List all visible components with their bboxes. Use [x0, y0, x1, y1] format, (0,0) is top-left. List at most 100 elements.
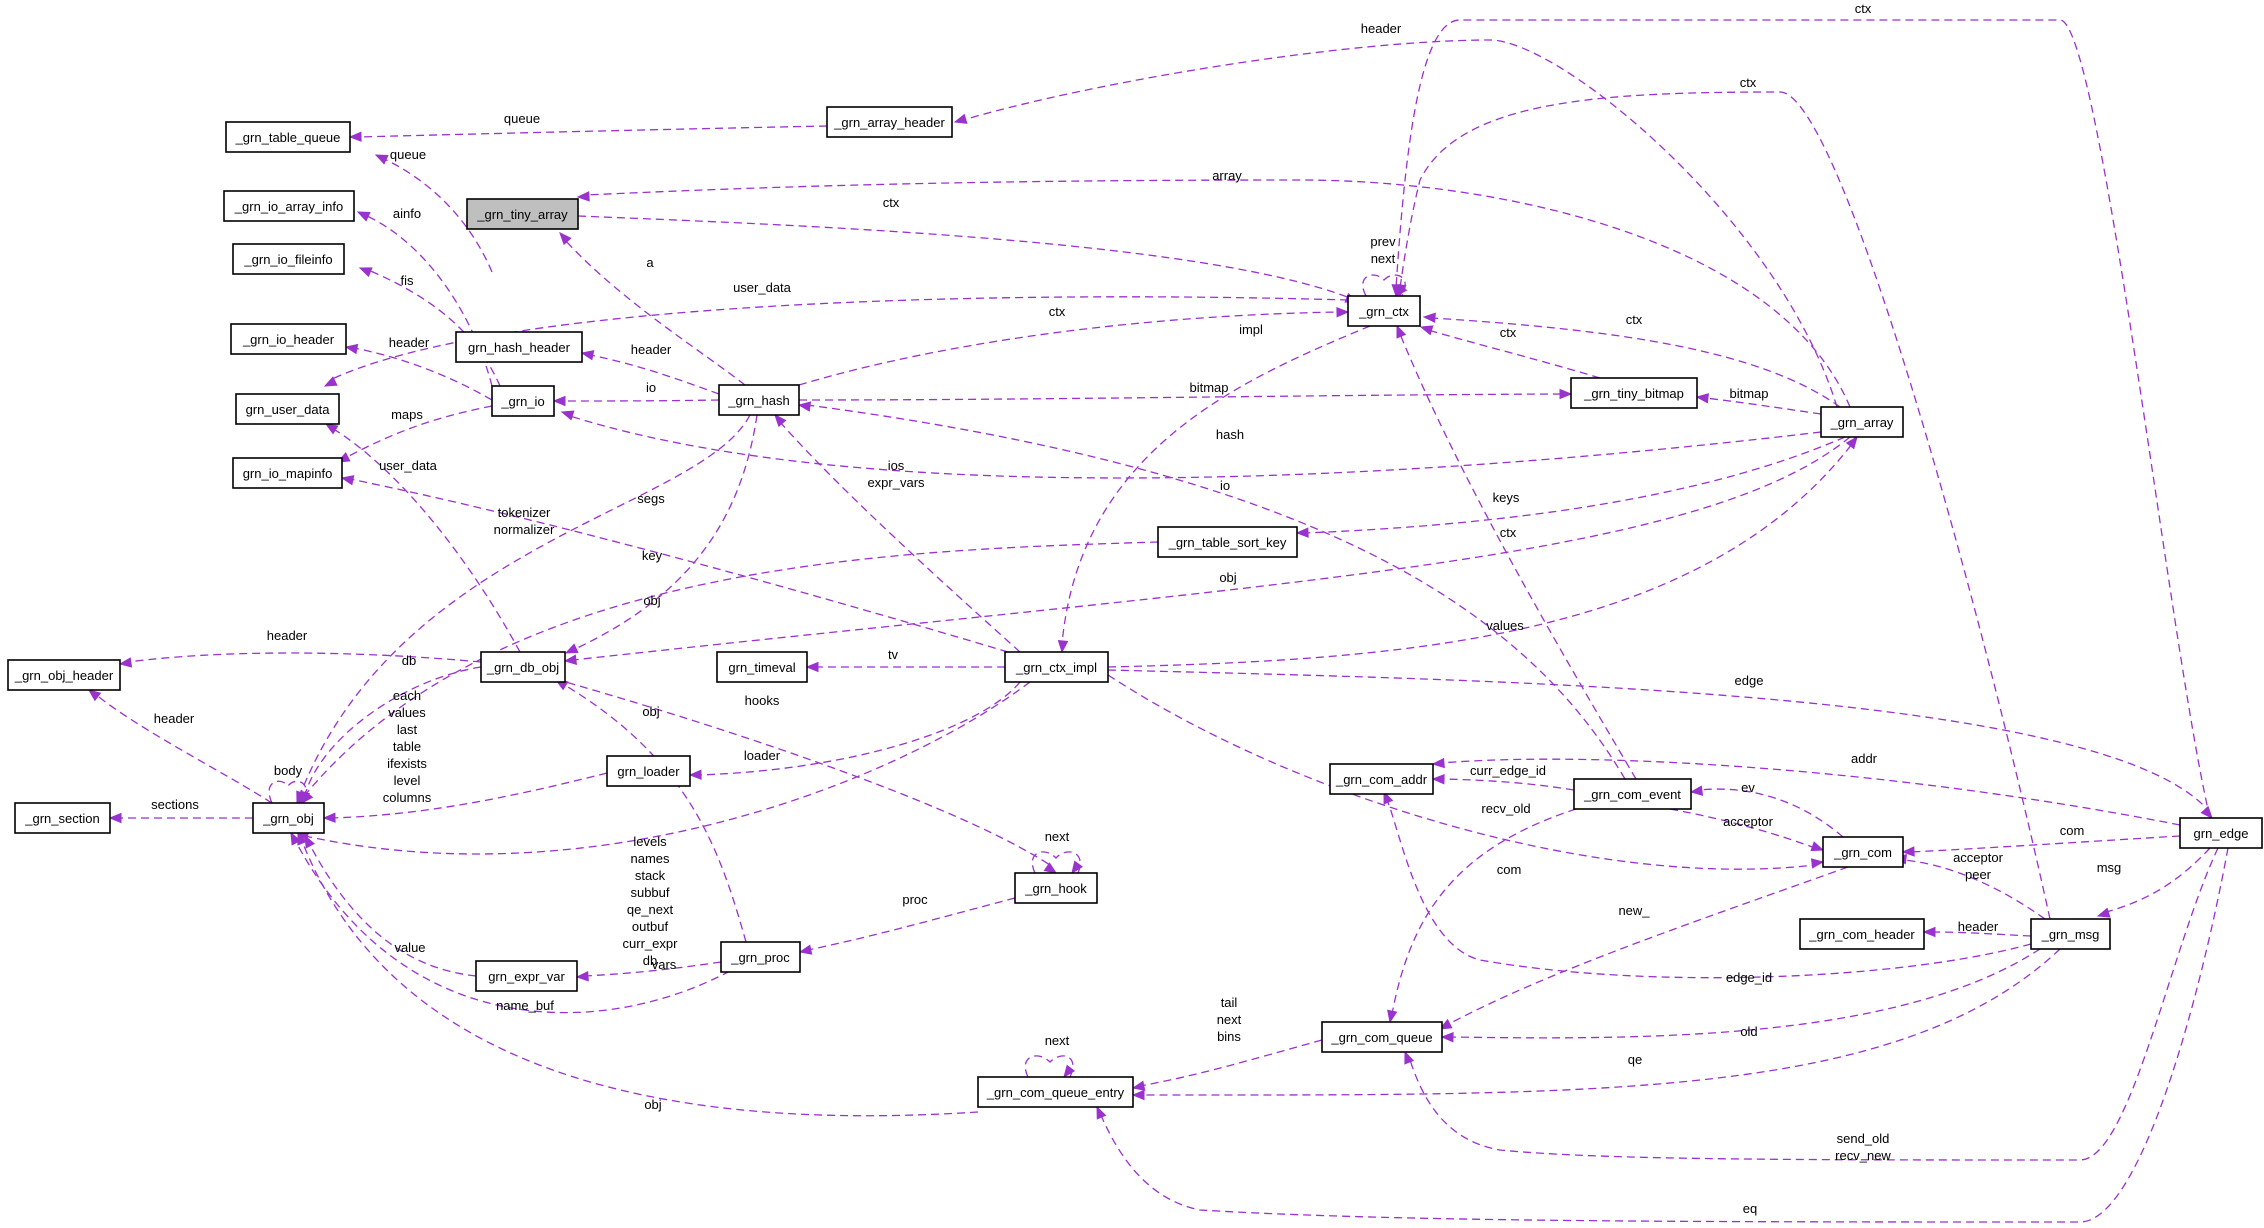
- node-grn-array-header[interactable]: _grn_array_header: [826, 106, 953, 138]
- edge-grn-ctx-to-grn-ctx: [1362, 274, 1408, 298]
- edge-grn-msg-to-grn-com-addr: [1383, 790, 2032, 979]
- node-grn-hash[interactable]: _grn_hash: [718, 384, 800, 416]
- edge-label: hooks: [745, 693, 780, 708]
- node-grn-ctx[interactable]: _grn_ctx: [1347, 295, 1421, 327]
- arrowhead: [340, 475, 355, 486]
- node-box: [230, 323, 347, 355]
- arrowhead: [374, 154, 389, 165]
- node-grn-loader[interactable]: grn_loader: [606, 755, 691, 787]
- edge-path: [589, 354, 720, 395]
- arrowhead: [87, 689, 102, 702]
- edge-label: header: [1361, 21, 1402, 36]
- edge-label: loader: [744, 748, 781, 763]
- arrowhead: [564, 643, 579, 654]
- node-grn-hash-header[interactable]: grn_hash_header: [455, 331, 583, 363]
- node-grn-user-data[interactable]: grn_user_data: [235, 393, 340, 425]
- edge-path: [807, 897, 1016, 951]
- node-grn-com-queue[interactable]: _grn_com_queue: [1321, 1021, 1443, 1053]
- edge-grn-ctx-to-grn-user-data: [323, 296, 1349, 387]
- node-grn-edge[interactable]: grn_edge: [2179, 817, 2263, 849]
- edge-path: [294, 839, 731, 1014]
- edge-grn-db-obj-to-grn-obj: [300, 666, 482, 805]
- edge-grn-hash-to-grn-tiny-array: [559, 232, 746, 386]
- node-grn-com-queue-entry[interactable]: _grn_com_queue_entry: [977, 1076, 1134, 1108]
- node-grn-db-obj[interactable]: _grn_db_obj: [480, 651, 566, 683]
- node-grn-io-fileinfo[interactable]: _grn_io_fileinfo: [232, 243, 345, 275]
- node-grn-msg[interactable]: _grn_msg: [2030, 918, 2111, 950]
- edge-grn-hash-to-grn-obj: [296, 414, 751, 805]
- node-grn-section[interactable]: _grn_section: [14, 802, 111, 834]
- node-box: [491, 385, 555, 417]
- node-grn-io-header[interactable]: _grn_io_header: [230, 323, 347, 355]
- node-grn-io-mapinfo[interactable]: grn_io_mapinfo: [232, 457, 343, 489]
- node-grn-tiny-bitmap[interactable]: _grn_tiny_bitmap: [1570, 377, 1698, 409]
- edge-label: name_buf: [496, 998, 554, 1013]
- node-grn-table-sort-key[interactable]: _grn_table_sort_key: [1157, 526, 1298, 558]
- edge-path: [1427, 329, 1601, 379]
- node-grn-obj-header[interactable]: _grn_obj_header: [7, 659, 121, 691]
- node-label: _grn_io_fileinfo: [243, 252, 332, 267]
- edge-label: acceptor: [1723, 814, 1774, 829]
- edge-path: [1704, 397, 1822, 415]
- node-label: _grn_obj: [262, 811, 314, 826]
- node-grn-tiny-array[interactable]: _grn_tiny_array: [466, 198, 579, 230]
- edge-path: [367, 269, 501, 387]
- edge-grn-com-queue-entry-to-grn-com-queue-entry: [1024, 1055, 1076, 1079]
- edge-path: [798, 311, 1341, 386]
- node-grn-hook[interactable]: _grn_hook: [1014, 872, 1098, 904]
- edge-path: [301, 840, 979, 1117]
- node-grn-array[interactable]: _grn_array: [1820, 406, 1904, 438]
- edge-grn-array-to-grn-ctx: [1422, 312, 1841, 408]
- arrowhead: [344, 343, 359, 355]
- edge-label: recv_old: [1481, 801, 1530, 816]
- node-grn-table-queue[interactable]: _grn_table_queue: [225, 121, 351, 153]
- edge-label: com: [1497, 862, 1522, 877]
- edge-label: a: [646, 255, 654, 270]
- edge-grn-edge-to-grn-com-queue: [1404, 847, 2219, 1161]
- edge-path: [584, 961, 722, 977]
- arrowhead: [688, 769, 702, 780]
- node-grn-io-array-info[interactable]: _grn_io_array_info: [223, 190, 355, 222]
- node-grn-obj[interactable]: _grn_obj: [252, 802, 325, 834]
- node-box: [718, 384, 800, 416]
- edge-path: [304, 666, 482, 796]
- node-grn-proc[interactable]: _grn_proc: [720, 941, 801, 973]
- node-label: grn_user_data: [246, 402, 331, 417]
- node-label: grn_edge: [2194, 826, 2249, 841]
- node-grn-com-addr[interactable]: _grn_com_addr: [1329, 763, 1434, 795]
- edge-grn-obj-to-grn-section: [108, 812, 253, 824]
- node-grn-com[interactable]: _grn_com: [1822, 836, 1904, 868]
- edge-grn-hash-to-grn-tiny-bitmap: [798, 388, 1573, 401]
- edge-grn-com-event-to-grn-hash: [797, 401, 1626, 780]
- node-grn-com-event[interactable]: _grn_com_event: [1573, 778, 1692, 810]
- node-label: grn_io_mapinfo: [243, 466, 333, 481]
- arrowhead: [323, 376, 338, 387]
- edge-label: header: [631, 342, 672, 357]
- arrowhead: [1295, 527, 1309, 538]
- node-grn-io[interactable]: _grn_io: [491, 385, 555, 417]
- edge-path: [572, 414, 758, 651]
- node-grn-ctx-impl[interactable]: _grn_ctx_impl: [1004, 651, 1109, 683]
- edge-path: [554, 678, 1051, 866]
- node-label: _grn_obj_header: [14, 668, 114, 683]
- edge-grn-com-queue-entry-to-grn-obj: [297, 831, 979, 1117]
- node-grn-expr-var[interactable]: grn_expr_var: [475, 960, 578, 992]
- node-box: [977, 1076, 1134, 1108]
- node-label: _grn_ctx_impl: [1015, 660, 1097, 675]
- edge-path: [1139, 1039, 1323, 1087]
- edge-path: [1304, 436, 1846, 534]
- edge-label: fis: [401, 273, 415, 288]
- edge-label: bitmap: [1729, 386, 1768, 401]
- arrowhead: [797, 401, 812, 412]
- arrowhead: [1559, 388, 1573, 400]
- edge-path: [2105, 847, 2211, 913]
- node-label: grn_timeval: [728, 660, 795, 675]
- node-grn-com-header[interactable]: _grn_com_header: [1799, 918, 1925, 950]
- node-grn-timeval[interactable]: grn_timeval: [716, 651, 808, 683]
- edge-label: queue: [390, 147, 426, 162]
- edge-label: new_: [1618, 903, 1650, 918]
- edge-label: ainfo: [393, 206, 421, 221]
- edge-path: [572, 436, 1851, 661]
